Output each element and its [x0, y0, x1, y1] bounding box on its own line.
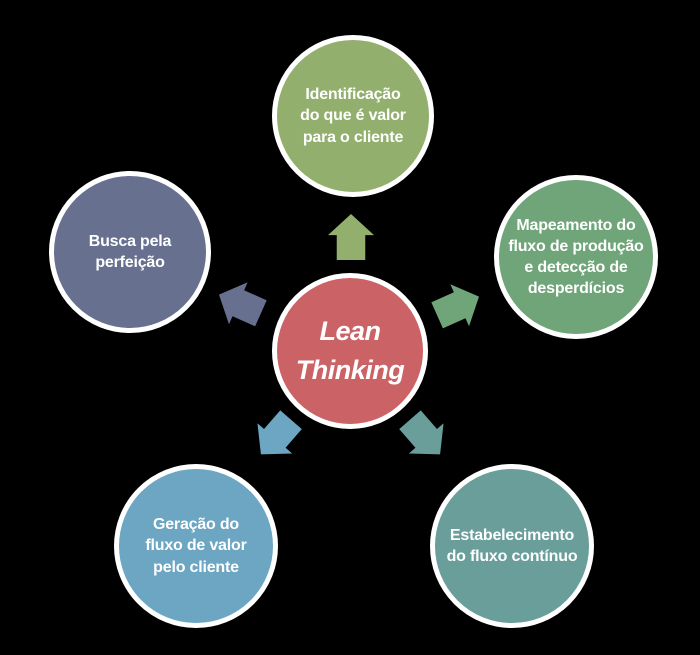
- arrow-lower-left-icon: [244, 405, 309, 470]
- node-lean-thinking: Lean Thinking: [272, 273, 428, 429]
- arrow-upper-left-icon: [210, 274, 271, 335]
- arrow-lower-right-icon: [393, 405, 458, 470]
- arrow-up-icon: [328, 214, 374, 260]
- node-estabelecimento-label: Estabelecimento do fluxo contínuo: [446, 526, 578, 565]
- node-identificacao: Identificação do que é valor para o clie…: [272, 35, 434, 197]
- node-lean-thinking-label: Lean Thinking: [295, 315, 405, 385]
- node-mapeamento: Mapeamento do fluxo de produção e detecç…: [494, 175, 658, 339]
- node-geracao-label: Geração do fluxo de valor pelo cliente: [145, 516, 247, 576]
- arrow-upper-right-icon: [428, 276, 489, 337]
- node-busca: Busca pela perfeição: [49, 171, 211, 333]
- node-busca-label: Busca pela perfeição: [88, 232, 172, 271]
- node-mapeamento-label: Mapeamento do fluxo de produção e detecç…: [508, 216, 644, 298]
- node-geracao: Geração do fluxo de valor pelo cliente: [114, 464, 278, 628]
- node-identificacao-label: Identificação do que é valor para o clie…: [300, 86, 406, 146]
- node-estabelecimento: Estabelecimento do fluxo contínuo: [430, 464, 594, 628]
